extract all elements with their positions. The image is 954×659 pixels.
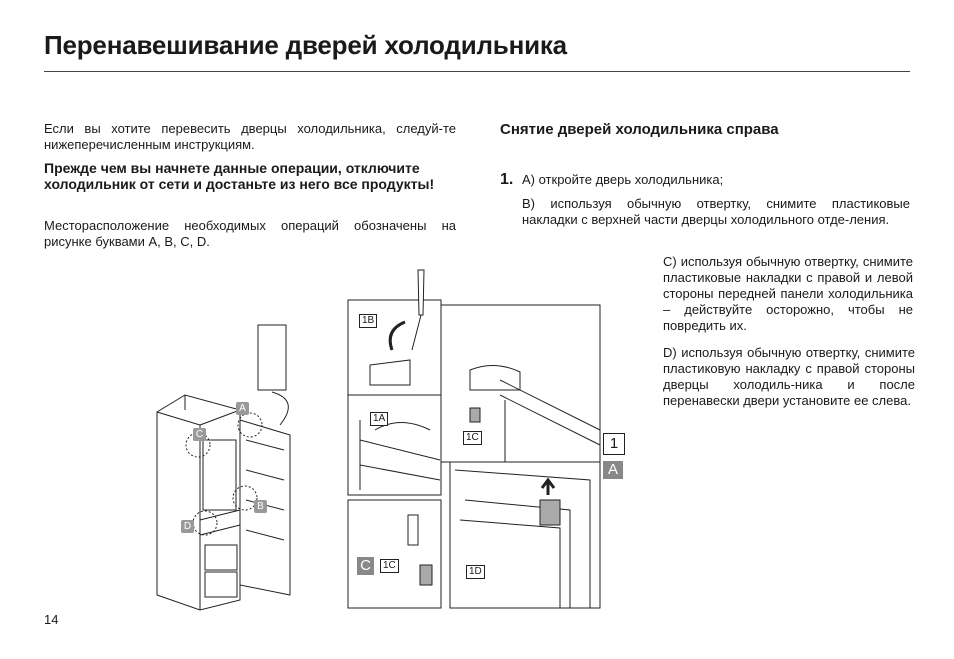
fridge-label-d: D	[181, 520, 194, 533]
fridge-label-c: C	[193, 428, 206, 441]
step-d: D) используя обычную отвертку, снимите п…	[663, 345, 915, 408]
step-b: B) используя обычную отвертку, снимите п…	[522, 196, 910, 227]
section-a-label: A	[603, 461, 623, 479]
page-title: Перенавешивание дверей холодильника	[44, 30, 567, 60]
step-a: A) откройте дверь холодильника;	[522, 172, 724, 187]
step-number: 1.	[500, 171, 514, 188]
detail-label-1c-top: 1C	[463, 431, 482, 445]
step-box: 1	[603, 433, 625, 455]
section-c-label: C	[357, 557, 374, 575]
location-text: Месторасположение необходимых операций о…	[44, 218, 456, 249]
title-rule	[44, 71, 910, 72]
step-c: C) используя обычную отвертку, снимите п…	[663, 254, 913, 333]
detail-label-1a: 1A	[370, 412, 389, 426]
detail-label-1c-bottom: 1C	[380, 559, 399, 573]
section-heading: Снятие дверей холодильника справа	[500, 121, 779, 138]
detail-label-1b: 1B	[359, 314, 378, 328]
page-number: 14	[44, 612, 59, 627]
intro-text: Если вы хотите перевесить дверцы холодил…	[44, 121, 456, 152]
detail-label-1d: 1D	[466, 565, 485, 579]
warning-text: Прежде чем вы начнете данные операции, о…	[44, 160, 435, 192]
fridge-label-a: A	[236, 402, 249, 415]
fridge-label-b: B	[254, 500, 267, 513]
